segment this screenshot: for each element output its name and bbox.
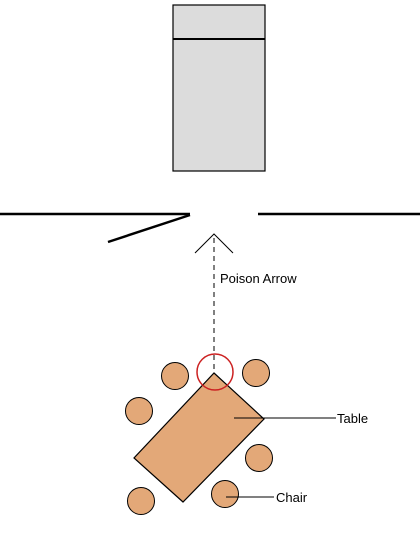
arrow-impact-highlight [196,353,234,391]
cabinet-body [172,4,266,172]
chair [245,444,273,472]
poison-arrow [194,233,234,372]
chair [242,359,270,387]
chair [125,397,153,425]
table-label: Table [337,411,368,426]
chair [211,480,239,508]
chair [161,362,189,390]
chair [127,487,155,515]
cabinet [172,4,266,172]
door-leaf [107,213,191,244]
chairs [125,359,273,515]
poison-arrow-label: Poison Arrow [220,271,297,286]
wall [0,212,420,244]
arrowhead [194,233,234,254]
table [133,372,265,503]
chair-label: Chair [276,490,308,505]
